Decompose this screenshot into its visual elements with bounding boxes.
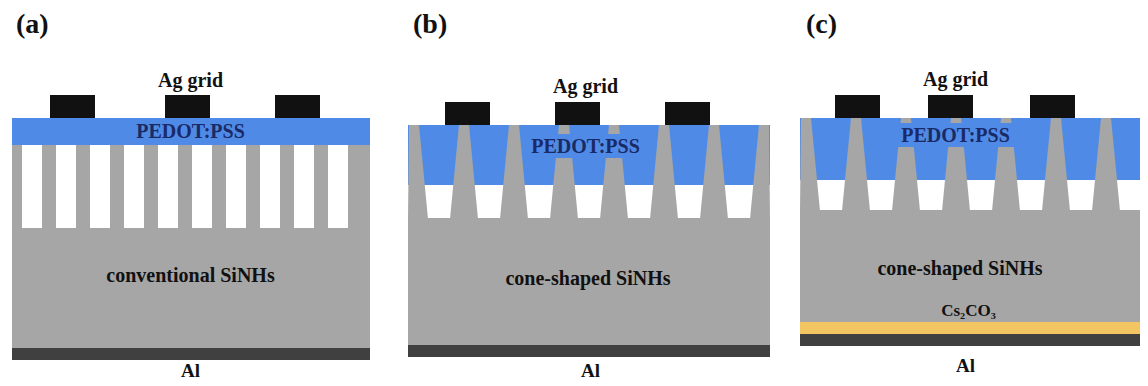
silicon-substrate (800, 210, 1140, 322)
layer-name: conventional SiNHs (106, 264, 275, 286)
pedot-layer-band: PEDOT:PSS (527, 134, 644, 158)
cs2co3-layer (800, 322, 1140, 334)
silicon-cone (800, 118, 820, 211)
layer-name: PEDOT:PSS (136, 120, 245, 142)
panel-letter: (c) (806, 9, 837, 40)
ag-grid-finger (50, 95, 95, 118)
silicon-cone (650, 125, 678, 219)
silicon-cone (750, 125, 770, 219)
ag-grid-finger (445, 102, 490, 125)
ag-grid-finger (275, 95, 320, 118)
silicon-cone (408, 125, 428, 219)
al-electrode (408, 345, 770, 357)
layer-name: PEDOT:PSS (901, 124, 1010, 146)
nanohole (90, 145, 110, 228)
al-electrode (800, 334, 1140, 346)
part-label: Al (581, 361, 600, 382)
ag-grid-finger (928, 95, 973, 118)
ag-grid-finger (1030, 95, 1075, 118)
silicon-substrate (12, 145, 370, 348)
part-label: Ag grid (923, 68, 988, 90)
nanohole (22, 145, 42, 228)
layer-name: PEDOT:PSS (531, 135, 640, 157)
panel-letter: (b) (413, 9, 447, 40)
pedot-layer-band: PEDOT:PSS (132, 119, 249, 143)
layer-name: Cs₂CO₃ (941, 302, 996, 321)
nanohole (124, 145, 144, 228)
part-label: Ag grid (158, 69, 223, 91)
ag-grid-finger (665, 102, 710, 125)
ag-grid-finger (835, 95, 880, 118)
silicon-band: cone-shaped SiNHs (501, 266, 675, 290)
nanohole (294, 145, 314, 228)
ag-grid-finger (555, 102, 600, 125)
layer-name: cone-shaped SiNHs (505, 267, 671, 289)
nanohole (328, 145, 348, 228)
silicon-band: cone-shaped SiNHs (873, 256, 1047, 280)
silicon-cone (450, 125, 478, 219)
nanohole (260, 145, 280, 228)
pedot-layer (12, 118, 370, 145)
cs2co3-band: Cs₂CO₃ (937, 301, 1000, 322)
nanohole (192, 145, 212, 228)
nanohole (226, 145, 246, 228)
silicon-cone (500, 125, 528, 219)
part-label: Al (181, 361, 200, 382)
nanohole (56, 145, 76, 228)
nanohole (158, 145, 178, 228)
layer-name: cone-shaped SiNHs (877, 257, 1043, 279)
silicon-band: conventional SiNHs (102, 263, 279, 287)
part-label: Al (956, 356, 975, 377)
silicon-cone (842, 118, 870, 211)
pedot-layer-band: PEDOT:PSS (897, 123, 1014, 147)
silicon-cone (1042, 118, 1070, 211)
silicon-substrate (408, 218, 770, 345)
al-electrode (12, 348, 370, 360)
part-label: Ag grid (553, 75, 618, 97)
panel-letter: (a) (16, 9, 49, 40)
ag-grid-finger (165, 95, 210, 118)
silicon-cone (1092, 118, 1120, 211)
silicon-cone (700, 125, 728, 219)
